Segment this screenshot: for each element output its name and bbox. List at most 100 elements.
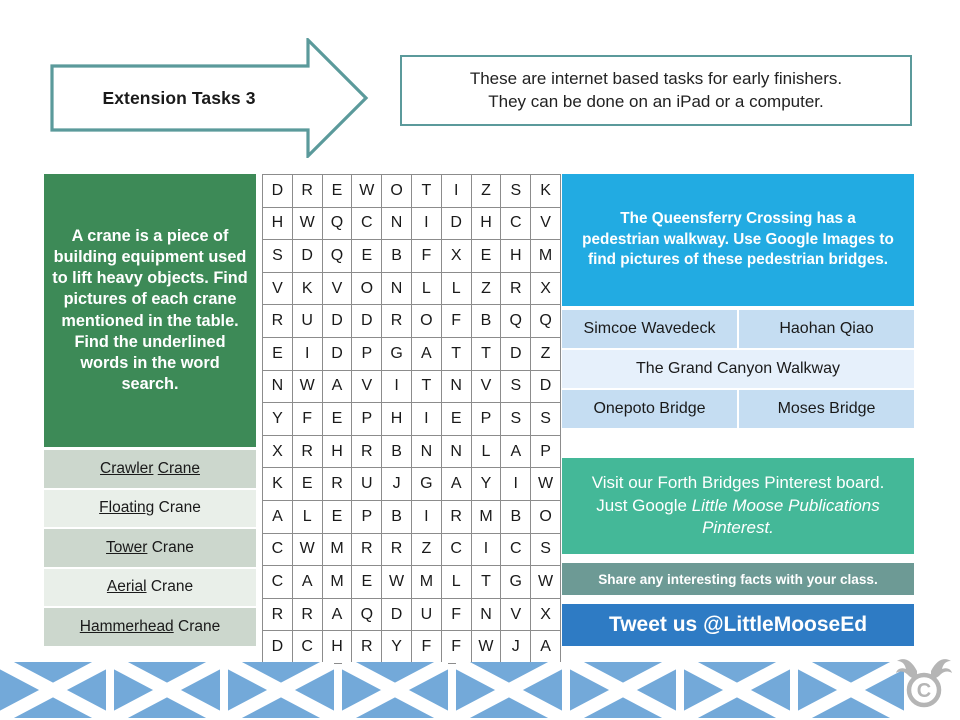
moose-copyright-logo: C (893, 655, 955, 713)
word-search-cell: C (262, 532, 293, 567)
word-search-cell: N (262, 369, 293, 404)
word-search-cell: A (321, 597, 353, 632)
saltire-flag-icon (684, 662, 790, 718)
pinterest-prefix-text: Visit our Forth Bridges Pinterest board.… (591, 473, 885, 515)
word-search-cell: T (440, 336, 472, 371)
word-search-cell: W (530, 467, 561, 501)
word-search-cell: Y (381, 630, 412, 664)
word-search-cell: V (530, 206, 561, 241)
saltire-flag-icon (570, 662, 676, 718)
word-search-cell: W (381, 565, 412, 599)
saltire-flag-icon (0, 662, 106, 718)
saltire-flag-strip (0, 660, 960, 720)
word-search-cell: C (440, 532, 472, 567)
saltire-flag-icon (798, 662, 904, 718)
word-search-cell: P (351, 402, 383, 436)
word-search-cell: T (410, 174, 442, 208)
crane-label: Hammerhead Crane (79, 617, 221, 635)
table-row: The Grand Canyon Walkway (562, 350, 914, 388)
word-search-cell: V (262, 271, 293, 306)
pedestrian-bridges-prompt-text: The Queensferry Crossing has a pedestria… (582, 209, 894, 269)
word-search-cell: H (321, 434, 353, 469)
word-search-cell: Q (321, 206, 353, 241)
word-search-cell: F (440, 304, 472, 338)
bridge-name-cell: Simcoe Wavedeck (562, 310, 737, 348)
word-search-cell: B (500, 499, 532, 534)
crane-instruction-text: A crane is a piece of building equipment… (52, 227, 248, 393)
saltire-flag-icon (114, 662, 220, 718)
word-search-cell: Q (321, 239, 353, 273)
word-search-cell: Q (500, 304, 532, 338)
word-search-cell: W (291, 369, 323, 404)
word-search-cell: K (262, 467, 293, 501)
list-item: Hammerhead Crane (44, 608, 256, 648)
saltire-flag-icon (228, 662, 334, 718)
word-search-cell: A (440, 467, 472, 501)
word-search-cell: W (291, 206, 323, 241)
word-search-cell: W (291, 532, 323, 567)
word-search-cell: D (381, 597, 412, 632)
word-search-cell: X (440, 239, 472, 273)
bridge-name-cell: Moses Bridge (739, 390, 914, 428)
word-search-cell: R (381, 304, 412, 338)
table-row: Simcoe Wavedeck Haohan Qiao (562, 310, 914, 348)
word-search-cell: C (262, 565, 293, 599)
saltire-flag-icon (456, 662, 562, 718)
word-search-cell: Y (262, 402, 293, 436)
word-search-cell: E (351, 565, 383, 599)
crane-label: Floating Crane (99, 499, 201, 517)
word-search-cell: Q (530, 304, 561, 338)
word-search-cell: Y (470, 467, 502, 501)
pinterest-text: Visit our Forth Bridges Pinterest board.… (576, 472, 900, 539)
word-search-cell: R (321, 467, 353, 501)
word-search-cell: U (410, 597, 442, 632)
word-search-cell: V (470, 369, 502, 404)
crane-underlined-word: Tower (106, 538, 148, 556)
list-item: Floating Crane (44, 489, 256, 529)
word-search-cell: I (381, 369, 412, 404)
word-search-cell: R (351, 532, 383, 567)
word-search-cell: B (381, 239, 412, 273)
word-search-cell: M (470, 499, 502, 534)
svg-text:C: C (917, 680, 931, 702)
crane-underlined-word: Crawler (100, 459, 154, 477)
word-search-cell: F (291, 402, 323, 436)
word-search-cell: R (351, 434, 383, 469)
word-search-cell: I (410, 499, 442, 534)
word-search-cell: E (351, 239, 383, 273)
word-search-cell: A (262, 499, 293, 534)
word-search-cell: E (440, 402, 472, 436)
word-search-cell: H (381, 402, 412, 436)
word-search-cell: N (470, 597, 502, 632)
word-search-cell: N (381, 271, 412, 306)
word-search-cell: D (262, 174, 293, 208)
pinterest-search-term: Little Moose Publications Pinterest. (691, 495, 880, 538)
word-search-cell: C (351, 206, 383, 241)
word-search-cell: W (530, 565, 561, 599)
word-search-cell: F (440, 630, 472, 664)
word-search-cell: Z (530, 336, 561, 371)
tweet-us-box[interactable]: Tweet us @LittleMooseEd (562, 604, 914, 646)
word-search-cell: D (291, 239, 323, 273)
word-search-cell: R (291, 597, 323, 632)
word-search-cell: S (500, 402, 532, 436)
moose-copyright-icon: C (896, 659, 952, 708)
page-title: Extension Tasks 3 (102, 87, 256, 108)
word-search-cell: N (440, 434, 472, 469)
word-search-cell: N (440, 369, 472, 404)
intro-line-1: These are internet based tasks for early… (469, 69, 843, 89)
intro-text: These are internet based tasks for early… (470, 68, 842, 113)
list-item: Crawler Crane (44, 450, 256, 490)
crane-instruction-box: A crane is a piece of building equipment… (44, 174, 256, 447)
word-search-cell: E (321, 402, 353, 436)
bridge-name-cell: Onepoto Bridge (562, 390, 737, 428)
word-search-cell: A (500, 434, 532, 469)
saltire-flag-icon (342, 662, 448, 718)
word-search-cell: B (381, 499, 412, 534)
word-search-cell: A (410, 336, 442, 371)
